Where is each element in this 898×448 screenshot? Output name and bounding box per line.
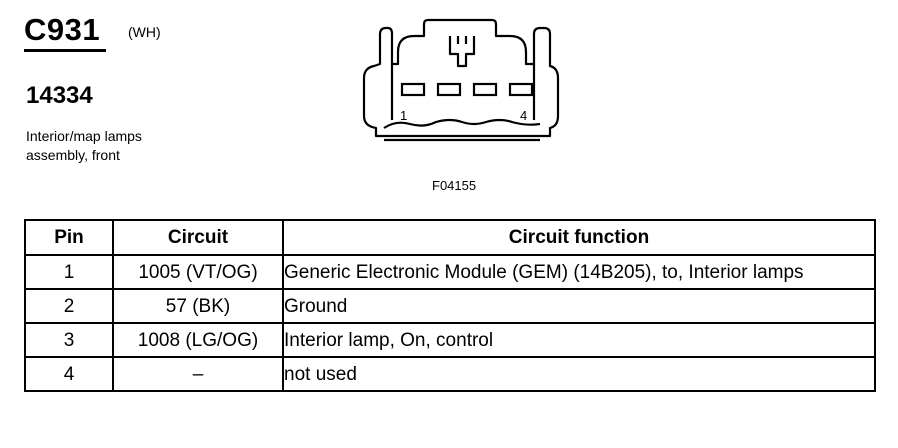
connector-outline xyxy=(362,18,560,138)
connector-id-underline xyxy=(24,49,106,52)
cell-pin: 1 xyxy=(24,254,114,290)
cell-function: Generic Electronic Module (GEM) (14B205)… xyxy=(282,254,876,290)
figure-id: F04155 xyxy=(432,178,477,193)
latch xyxy=(448,36,476,68)
cell-circuit: – xyxy=(112,356,284,392)
cell-function: Interior lamp, On, control xyxy=(282,322,876,358)
table-row: 2 57 (BK) Ground xyxy=(24,288,876,324)
latch-slot xyxy=(456,36,468,44)
table-row: 3 1008 (LG/OG) Interior lamp, On, contro… xyxy=(24,322,876,358)
table-row: 4 – not used xyxy=(24,356,876,392)
connector-description: Interior/map lamps assembly, front xyxy=(26,127,226,165)
cell-function: Ground xyxy=(282,288,876,324)
shroud-edge xyxy=(383,118,541,129)
header-circuit: Circuit xyxy=(112,219,284,256)
pin-cavity-1 xyxy=(400,82,426,97)
header-circuit-function: Circuit function xyxy=(282,219,876,256)
pin-cavity-2 xyxy=(436,82,462,97)
pin-cavity-4 xyxy=(508,82,534,97)
table-row: 1 1005 (VT/OG) Generic Electronic Module… xyxy=(24,254,876,290)
header-pin: Pin xyxy=(24,219,114,256)
cell-circuit: 1005 (VT/OG) xyxy=(112,254,284,290)
pin-label-4: 4 xyxy=(520,108,527,123)
pin-cavity-3 xyxy=(472,82,498,97)
cell-pin: 3 xyxy=(24,322,114,358)
connector-id: C931 xyxy=(24,12,101,47)
pin-table: Pin Circuit Circuit function 1 1005 (VT/… xyxy=(24,219,876,392)
connector-color: (WH) xyxy=(128,24,161,40)
connector-face-diagram: 1 4 xyxy=(362,18,560,142)
description-line-1: Interior/map lamps xyxy=(26,128,142,144)
part-number: 14334 xyxy=(26,82,93,109)
cell-pin: 2 xyxy=(24,288,114,324)
table-header-row: Pin Circuit Circuit function xyxy=(24,219,876,256)
cell-circuit: 57 (BK) xyxy=(112,288,284,324)
cell-function: not used xyxy=(282,356,876,392)
cell-circuit: 1008 (LG/OG) xyxy=(112,322,284,358)
pin-label-1: 1 xyxy=(400,108,407,123)
cell-pin: 4 xyxy=(24,356,114,392)
description-line-2: assembly, front xyxy=(26,147,120,163)
